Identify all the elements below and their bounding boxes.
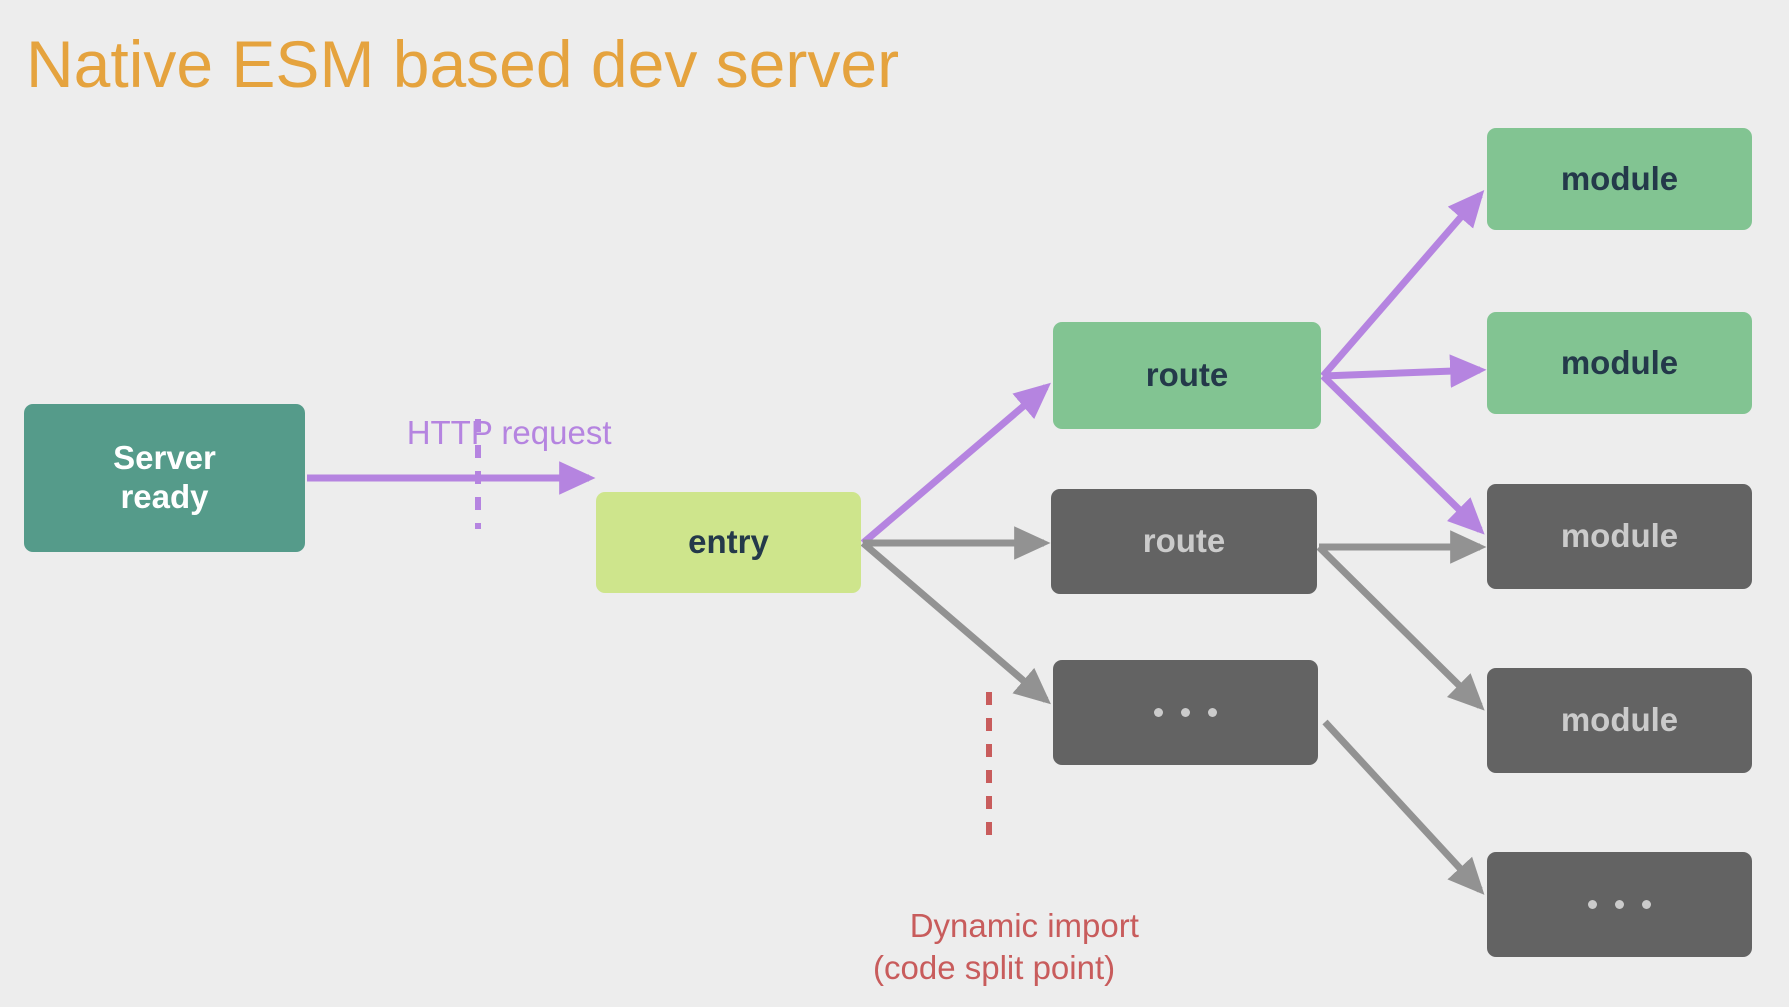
node-label: route xyxy=(1142,522,1226,560)
node-label: module xyxy=(1560,517,1679,555)
annotation-http-request: HTTP request xyxy=(370,370,612,497)
edge-route-gray-to-module-4 xyxy=(1316,544,1485,711)
node-ellipsis-mid[interactable] xyxy=(1053,660,1318,765)
node-label: module xyxy=(1560,159,1679,197)
node-ellipsis-bottom[interactable] xyxy=(1487,852,1752,957)
ellipsis-icon xyxy=(1588,900,1651,909)
node-server-ready[interactable]: Server ready xyxy=(24,404,305,552)
node-module-4[interactable]: module xyxy=(1487,668,1752,773)
node-module-1[interactable]: module xyxy=(1487,128,1752,230)
annotation-text: HTTP request xyxy=(406,414,612,452)
node-label: module xyxy=(1560,343,1679,381)
edge-route-green-to-module-2 xyxy=(1322,354,1487,388)
node-module-2[interactable]: module xyxy=(1487,312,1752,414)
edge-entry-to-ellipsis-mid xyxy=(860,540,1051,705)
node-label: module xyxy=(1560,701,1679,739)
annotation-dynamic-import: Dynamic import (code split point) xyxy=(873,863,1139,1007)
edge-route-green-to-module-3 xyxy=(1320,373,1485,535)
node-entry[interactable]: entry xyxy=(596,492,861,593)
annotation-text: Dynamic import (code split point) xyxy=(873,907,1139,987)
node-module-3[interactable]: module xyxy=(1487,484,1752,589)
node-label: route xyxy=(1145,356,1229,394)
page-title: Native ESM based dev server xyxy=(26,27,900,101)
edge-route-green-to-module-1 xyxy=(1320,190,1485,379)
node-label: Server ready xyxy=(113,439,216,515)
edge-ellipsis-mid-to-ellipsis-bot xyxy=(1322,719,1485,895)
node-route-gray[interactable]: route xyxy=(1051,489,1317,594)
node-route-green[interactable]: route xyxy=(1053,322,1321,429)
ellipsis-icon xyxy=(1154,708,1217,717)
edge-entry-to-route-green xyxy=(860,382,1051,546)
node-label: entry xyxy=(688,523,769,561)
